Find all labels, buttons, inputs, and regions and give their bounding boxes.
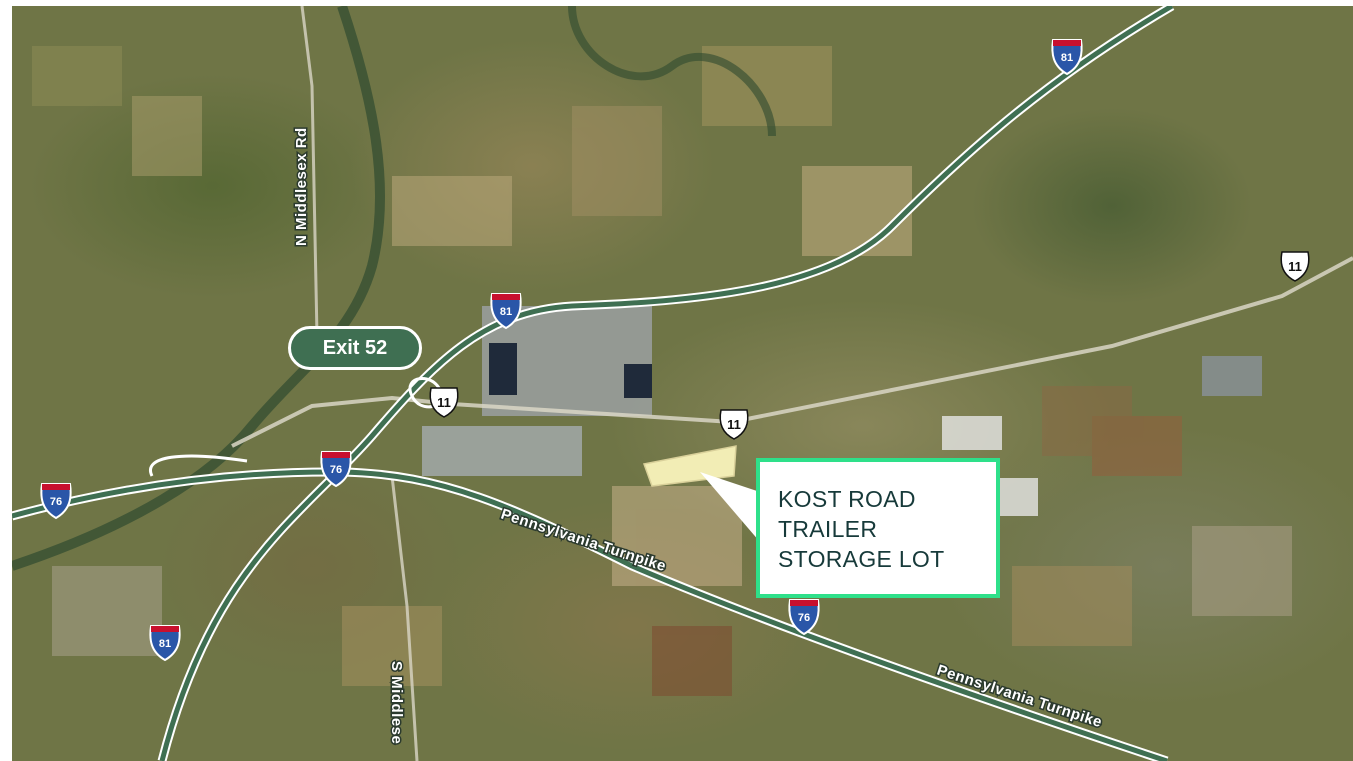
interstate-81-number: 81	[500, 306, 512, 318]
us-11-shield[interactable]: 11	[719, 409, 749, 440]
interstate-76-shield[interactable]: 76	[40, 483, 72, 520]
interstate-76-number: 76	[330, 464, 342, 476]
us-11-shield[interactable]: 11	[1280, 251, 1310, 282]
interchange-ramp	[149, 454, 248, 477]
callout-title: KOST ROAD TRAILER STORAGE LOT	[778, 486, 945, 572]
storage-lot-callout[interactable]: KOST ROAD TRAILER STORAGE LOT	[756, 458, 1000, 598]
s-middlesex-road	[390, 475, 419, 761]
building	[1000, 478, 1038, 516]
interstate-81-number: 81	[159, 638, 171, 650]
storage-lot-parcel[interactable]	[642, 445, 737, 487]
interstate-76-number: 76	[50, 496, 62, 508]
interstate-76-line	[12, 467, 1169, 761]
interstate-81-shield[interactable]: 81	[1051, 39, 1083, 76]
interstate-81-shield[interactable]: 81	[149, 625, 181, 662]
satellite-map[interactable]: N Middlesex Rd S Middlese Pennsylvania T…	[12, 6, 1353, 761]
interstate-76-shield[interactable]: 76	[320, 451, 352, 488]
us-11-road	[451, 256, 1353, 425]
building	[942, 416, 1002, 450]
us-11-number: 11	[727, 417, 741, 432]
interstate-81-number: 81	[1061, 52, 1073, 64]
callout-pointer	[700, 472, 760, 542]
us-11-shield[interactable]: 11	[429, 387, 459, 418]
interstate-81-line	[157, 6, 1175, 761]
us-11-road-west	[231, 395, 453, 448]
field-patches	[32, 46, 1292, 696]
us-11-number: 11	[1288, 259, 1302, 274]
s-middlesex-road-label: S Middlese	[388, 661, 405, 744]
creek	[568, 6, 776, 137]
exit-52-badge[interactable]: Exit 52	[288, 326, 422, 370]
warehouse-roof	[489, 343, 517, 395]
us-11-number: 11	[437, 395, 451, 410]
interstate-81-shield[interactable]: 81	[490, 293, 522, 330]
n-middlesex-road	[300, 6, 319, 337]
industrial-area	[422, 426, 582, 476]
interstate-76-number: 76	[798, 612, 810, 624]
map-layers: N Middlesex Rd S Middlese Pennsylvania T…	[12, 6, 1353, 761]
interstate-76-shield[interactable]: 76	[788, 599, 820, 636]
warehouse-roof	[624, 364, 652, 398]
n-middlesex-road-label: N Middlesex Rd	[293, 127, 310, 246]
turnpike-label-east: Pennsylvania Turnpike	[935, 662, 1105, 732]
building	[1202, 356, 1262, 396]
